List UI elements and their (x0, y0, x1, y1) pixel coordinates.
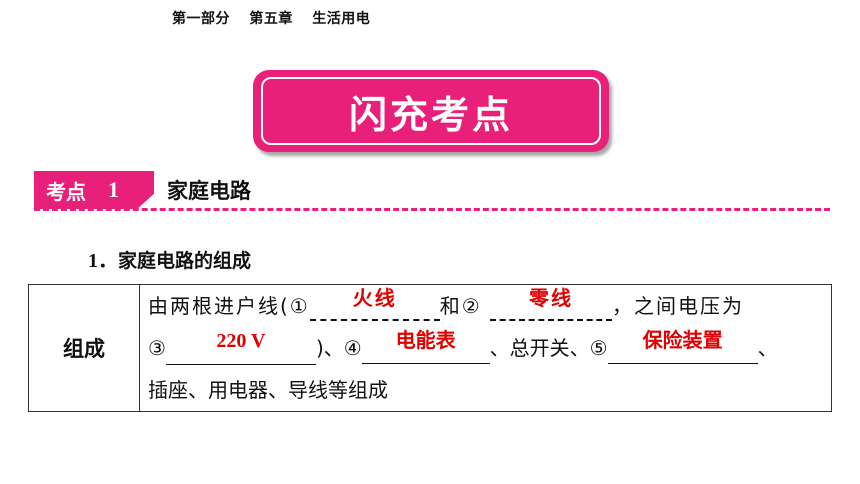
blank-4: 电能表 (361, 328, 490, 364)
blank-5: 保险装置 (607, 328, 758, 364)
answer-1: 火线 (352, 286, 397, 310)
header-chapter: 第五章 (249, 11, 293, 27)
section-number: 1． (88, 250, 118, 272)
content-line-3: 插座、用电器、导线等组成 (148, 369, 825, 411)
section-title-text: 家庭电路的组成 (118, 250, 252, 272)
blank-1: 火线 (309, 285, 440, 327)
banner-title: 闪充考点 (348, 92, 513, 137)
row-header: 组成 (28, 284, 140, 412)
header-topic: 生活用电 (312, 11, 371, 27)
answer-5: 保险装置 (642, 328, 723, 352)
kaodian-tag: 考点 1 (34, 171, 154, 209)
composition-table: 组成 由两根进户线(① 火线 和② 零线 ，之间电压为 ③ 220 V )、④ 电能表 、总开… (28, 284, 832, 412)
header-breadcrumb: 第一部分 第五章 生活用电 (172, 8, 384, 28)
answer-2: 零线 (529, 286, 574, 310)
answer-4: 电能表 (395, 328, 456, 352)
blank-2: 零线 (490, 285, 613, 327)
text-2: 和② (439, 294, 482, 318)
blank-3: 220 V (165, 330, 316, 365)
table-row: 组成 由两根进户线(① 火线 和② 零线 ，之间电压为 ③ 220 V )、④ 电能表 、总开… (28, 284, 832, 412)
marker-3: ③ (148, 336, 166, 360)
text-3: ，之间电压为 (612, 294, 745, 318)
section-heading: 1．家庭电路的组成 (88, 244, 251, 273)
title-banner-frame: 闪充考点 (261, 77, 601, 145)
text-5: 、总开关、⑤ (489, 336, 608, 360)
title-banner: 闪充考点 (253, 70, 609, 152)
header-part: 第一部分 (172, 11, 230, 27)
text-7: 插座、用电器、导线等组成 (148, 378, 388, 402)
text-1: 由两根进户线(① (148, 294, 310, 318)
kaodian-tag-number: 1 (108, 177, 119, 202)
text-4: )、④ (315, 336, 362, 360)
content-line-2: ③ 220 V )、④ 电能表 、总开关、⑤ 保险装置 、 (148, 327, 825, 369)
text-6: 、 (757, 336, 778, 360)
answer-3: 220 V (216, 330, 266, 352)
kaodian-tag-label: 考点 (46, 179, 86, 204)
kaodian-title: 家庭电路 (167, 179, 251, 203)
dashed-divider (34, 208, 830, 211)
row-content: 由两根进户线(① 火线 和② 零线 ，之间电压为 ③ 220 V )、④ 电能表 、总开关、⑤… (139, 284, 832, 412)
content-line-1: 由两根进户线(① 火线 和② 零线 ，之间电压为 (148, 285, 825, 327)
